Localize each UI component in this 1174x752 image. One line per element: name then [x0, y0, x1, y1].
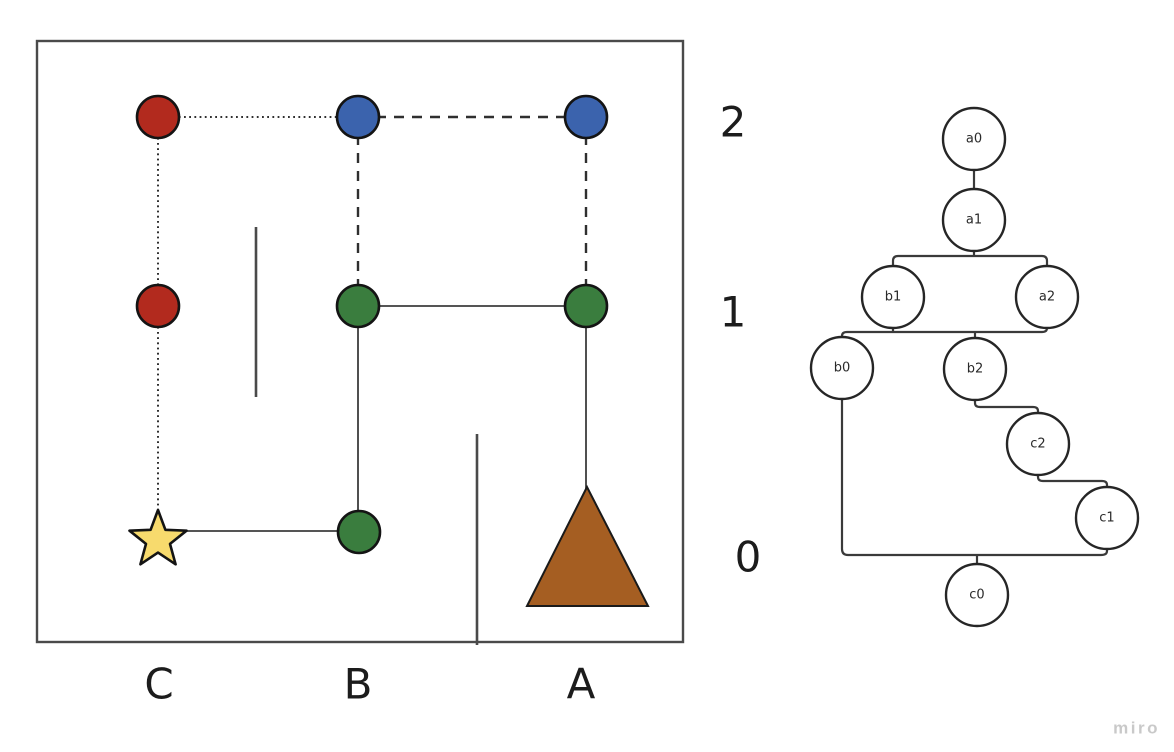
- token-yellow-star-c0[interactable]: [128, 508, 188, 566]
- tree-node-a0-label: a0: [966, 132, 982, 147]
- state-tree: a0 a1 b1 a2 b0 b2: [809, 106, 1140, 628]
- tree-node-c1-circle[interactable]: [1074, 485, 1140, 551]
- grid-world: 2 1 0 C B A: [35, 39, 762, 709]
- tree-edge-c2-c1[interactable]: [1036, 475, 1109, 487]
- tree-node-c1[interactable]: c1: [1074, 485, 1140, 551]
- token-green-circle-a1[interactable]: [563, 283, 609, 329]
- tree-node-c2-circle[interactable]: [1005, 411, 1071, 477]
- tree-node-a1[interactable]: a1: [941, 187, 1007, 253]
- tree-node-c2-label: c2: [1030, 437, 1045, 452]
- row-label-0[interactable]: 0: [735, 533, 762, 582]
- tree-edge-b2-c2[interactable]: [973, 400, 1040, 413]
- grid-boundary-box[interactable]: [35, 39, 685, 644]
- tree-edge-a1-b1-a2[interactable]: [891, 254, 1049, 266]
- tree-node-c0[interactable]: c0: [944, 562, 1010, 628]
- column-label-a[interactable]: A: [567, 660, 596, 709]
- tree-node-b0[interactable]: b0: [809, 335, 875, 401]
- tree-node-c1-label: c1: [1099, 511, 1114, 526]
- token-red-circle-c1[interactable]: [135, 283, 181, 329]
- tree-edge-b1-b0-a2-b2[interactable]: [840, 327, 1049, 338]
- tree-node-b2-circle[interactable]: [942, 336, 1008, 402]
- tree-node-c0-circle[interactable]: [944, 562, 1010, 628]
- tree-node-b0-label: b0: [834, 361, 851, 376]
- tree-node-b2[interactable]: b2: [942, 336, 1008, 402]
- tree-node-b2-label: b2: [967, 362, 984, 377]
- column-label-b[interactable]: B: [344, 660, 373, 709]
- tree-node-a1-label: a1: [966, 213, 982, 228]
- tree-edge-b0-c1-merge[interactable]: [840, 399, 1109, 557]
- tree-node-b1-circle[interactable]: [860, 264, 926, 330]
- tree-node-a1-circle[interactable]: [941, 187, 1007, 253]
- token-green-circle-b0[interactable]: [336, 509, 382, 555]
- tree-node-a2-circle[interactable]: [1014, 264, 1080, 330]
- token-blue-circle-a2[interactable]: [563, 94, 609, 140]
- token-red-circle-c2[interactable]: [135, 94, 181, 140]
- token-green-circle-b1[interactable]: [335, 283, 381, 329]
- tree-node-a0-circle[interactable]: [941, 106, 1007, 172]
- tree-node-c0-label: c0: [969, 588, 984, 603]
- row-label-2[interactable]: 2: [720, 98, 747, 147]
- tree-node-a0[interactable]: a0: [941, 106, 1007, 172]
- miro-watermark: miro: [1113, 719, 1160, 738]
- column-label-c[interactable]: C: [144, 660, 173, 709]
- token-brown-triangle-a0[interactable]: [525, 484, 650, 607]
- tree-node-b1-label: b1: [885, 290, 902, 305]
- tree-node-c2[interactable]: c2: [1005, 411, 1071, 477]
- row-label-1[interactable]: 1: [720, 288, 747, 337]
- token-blue-circle-b2[interactable]: [335, 94, 381, 140]
- tree-node-b0-circle[interactable]: [809, 335, 875, 401]
- tree-node-a2-label: a2: [1039, 290, 1055, 305]
- tree-node-b1[interactable]: b1: [860, 264, 926, 330]
- tree-node-a2[interactable]: a2: [1014, 264, 1080, 330]
